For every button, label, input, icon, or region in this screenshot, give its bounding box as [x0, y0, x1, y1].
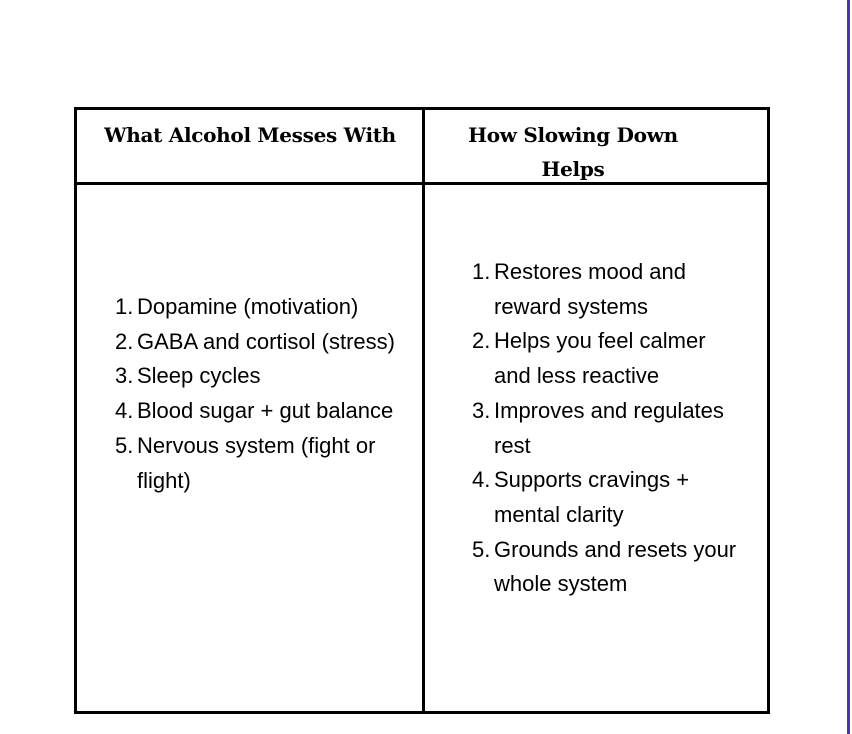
- list-number: 3.: [472, 397, 491, 423]
- list-text: Grounds and resets your whole system: [494, 536, 737, 597]
- list-number: 4.: [115, 398, 134, 424]
- list-item: 5.Grounds and resets your whole system: [472, 533, 742, 602]
- list-number: 5.: [115, 432, 134, 458]
- slowing-down-benefits-list: 1.Restores mood and reward systems 2.Hel…: [472, 255, 742, 602]
- list-text: Restores mood and reward systems: [494, 259, 686, 319]
- header-slowing-down-benefits: How Slowing Down Helps: [468, 123, 678, 181]
- comparison-table: What Alcohol Messes With How Slowing Dow…: [74, 107, 770, 714]
- list-text: GABA and cortisol (stress): [137, 328, 395, 354]
- list-item: 4.Blood sugar + gut balance: [115, 394, 395, 429]
- list-number: 3.: [115, 363, 134, 389]
- column-divider: [422, 110, 425, 711]
- list-number: 4.: [472, 467, 491, 493]
- list-text: Nervous system (fight or flight): [137, 432, 376, 493]
- list-text: Improves and regulates rest: [494, 397, 724, 458]
- list-number: 2.: [472, 328, 491, 354]
- alcohol-effects-list: 1.Dopamine (motivation) 2.GABA and corti…: [115, 290, 395, 498]
- list-number: 2.: [115, 328, 134, 354]
- list-item: 3.Sleep cycles: [115, 359, 395, 394]
- header-alcohol-effects: What Alcohol Messes With: [104, 123, 396, 147]
- header-divider: [77, 182, 767, 185]
- list-item: 3.Improves and regulates rest: [472, 394, 742, 463]
- list-item: 2.GABA and cortisol (stress): [115, 325, 395, 360]
- list-text: Blood sugar + gut balance: [137, 398, 394, 424]
- list-number: 1.: [472, 259, 491, 284]
- list-item: 5.Nervous system (fight or flight): [115, 429, 395, 498]
- list-text: Supports cravings + mental clarity: [494, 467, 690, 527]
- list-number: 1.: [115, 294, 134, 319]
- list-item: 1.Restores mood and reward systems: [472, 255, 742, 324]
- list-text: Dopamine (motivation): [137, 294, 359, 319]
- page-edge-line: [847, 0, 850, 734]
- list-item: 1.Dopamine (motivation): [115, 290, 395, 325]
- list-item: 4.Supports cravings + mental clarity: [472, 463, 742, 532]
- list-text: Helps you feel calmer and less reactive: [494, 328, 706, 389]
- list-number: 5.: [472, 536, 491, 562]
- list-item: 2.Helps you feel calmer and less reactiv…: [472, 324, 742, 393]
- list-text: Sleep cycles: [137, 363, 261, 389]
